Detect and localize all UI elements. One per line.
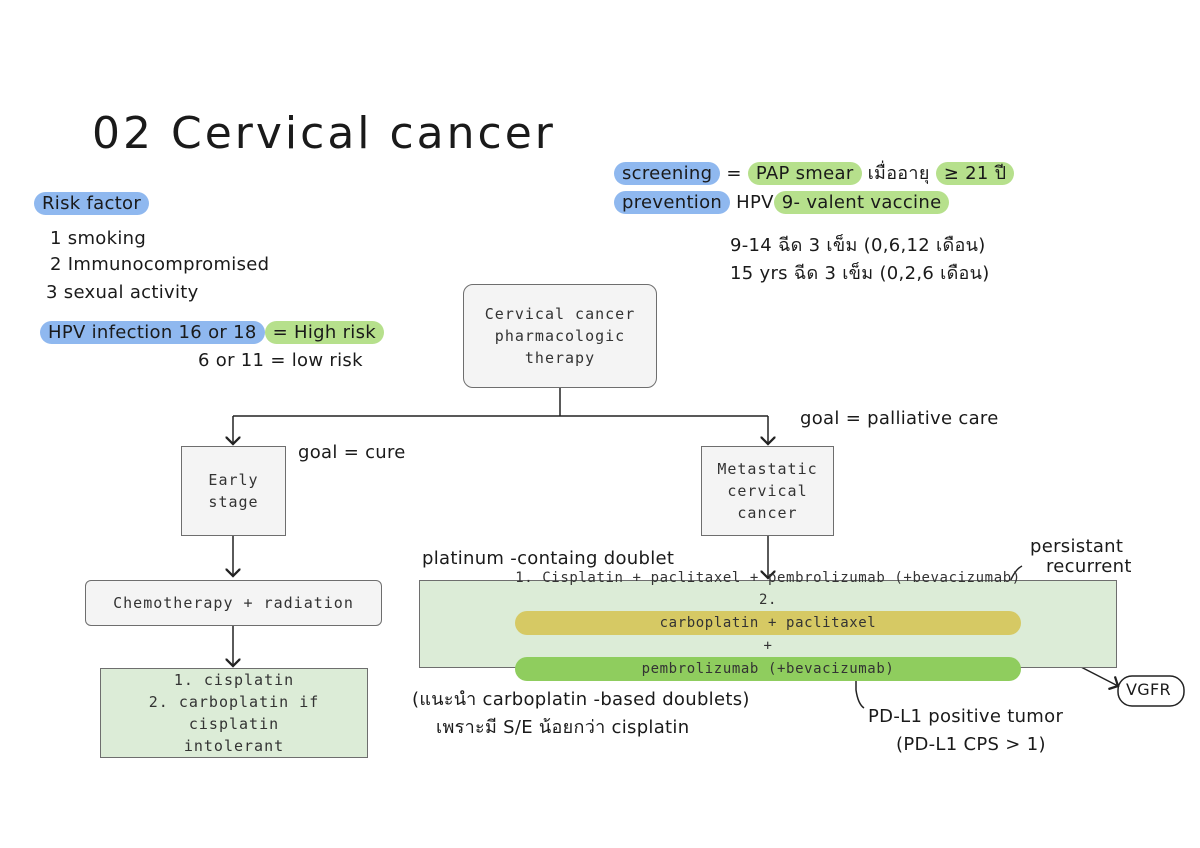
early-stage-node: Early stage (181, 446, 286, 536)
risk-item-3: 3 sexual activity (46, 282, 199, 303)
met-tx2-num: 2. (758, 592, 778, 608)
persistant-label: persistant (1030, 536, 1124, 557)
goal-cure: goal = cure (298, 442, 406, 463)
screening-line: screening = PAP smear เมื่ออายุ ≥ 21 ปี (614, 158, 1015, 187)
chemo-radiation-node: Chemotherapy + radiation (85, 580, 382, 626)
hpv-vaccine: 9- valent vaccine (773, 191, 950, 214)
carboplatin-note-1: (แนะนำ carboplatin -based doublets) (412, 689, 750, 710)
vaccine-schedule-2: 15 yrs ฉีด 3 เข็ม (0,2,6 เดือน) (730, 263, 990, 284)
root-line-3: therapy (524, 349, 596, 367)
hpv-low-risk: 6 or 11 = low risk (198, 350, 363, 371)
vgfr-label: VGFR (1126, 680, 1171, 699)
metastatic-line-2: cervical (727, 482, 808, 500)
root-line-1: Cervical cancer (484, 305, 636, 323)
carboplatin-note-2: เพราะมี S/E น้อยกว่า cisplatin (436, 717, 690, 738)
prevention-hpv: HPV (736, 192, 774, 213)
early-tx-line-1: 1. cisplatin (173, 671, 295, 689)
met-tx-line-1: 1. Cisplatin + paclitaxel + pembrolizuma… (515, 570, 1021, 586)
risk-item-1: 1 smoking (50, 228, 147, 249)
early-tx-line-3: intolerant (183, 737, 285, 755)
root-line-2: pharmacologic (494, 327, 626, 345)
screening-age: ≥ 21 ปี (935, 162, 1015, 185)
risk-item-2: 2 Immunocompromised (50, 254, 270, 275)
pdl1-pointer (855, 646, 865, 709)
metastatic-node: Metastatic cervical cancer (701, 446, 834, 536)
met-tx2-plus: + (763, 638, 773, 654)
vaccine-schedule-1: 9-14 ฉีด 3 เข็ม (0,6,12 เดือน) (730, 235, 986, 256)
risk-factor-heading: Risk factor (34, 192, 150, 215)
root-therapy-node: Cervical cancer pharmacologic therapy (463, 284, 657, 388)
early-tx-line-2: 2. carboplatin if cisplatin (148, 693, 320, 733)
goal-palliative: goal = palliative care (800, 408, 999, 429)
vgfr-circle (1117, 675, 1185, 707)
hpv-infection-label: HPV infection 16 or 18 (40, 321, 265, 344)
metastatic-line-3: cancer (737, 504, 798, 522)
recurrent-label: recurrent (1046, 556, 1132, 577)
screening-label: screening (614, 162, 721, 185)
hpv-infection-line: HPV infection 16 or 18= High risk (40, 321, 385, 344)
pdl1-label-2: (PD-L1 CPS > 1) (896, 734, 1046, 755)
screening-eq: = (726, 163, 742, 184)
early-treatment-node: 1. cisplatin 2. carboplatin if cisplatin… (100, 668, 368, 758)
screening-age-text: เมื่ออายุ (867, 163, 930, 184)
met-tx2-carboplatin: carboplatin + paclitaxel (515, 611, 1021, 635)
pap-smear: PAP smear (747, 162, 862, 185)
met-tx2-pembrolizumab: pembrolizumab (+bevacizumab) (515, 657, 1021, 681)
page-title: 02 Cervical cancer (92, 108, 556, 159)
platinum-doublet-label: platinum -containg doublet (422, 548, 675, 569)
metastatic-treatment-node: 1. Cisplatin + paclitaxel + pembrolizuma… (419, 570, 1117, 681)
early-line-1: Early (208, 471, 259, 489)
pdl1-label-1: PD-L1 positive tumor (868, 706, 1064, 727)
hpv-high-risk: = High risk (264, 321, 385, 344)
prevention-label: prevention (614, 191, 731, 214)
metastatic-line-1: Metastatic (717, 460, 818, 478)
met-tx-line-2: 2. carboplatin + paclitaxel + pembrolizu… (515, 589, 1021, 681)
early-line-2: stage (208, 493, 259, 511)
